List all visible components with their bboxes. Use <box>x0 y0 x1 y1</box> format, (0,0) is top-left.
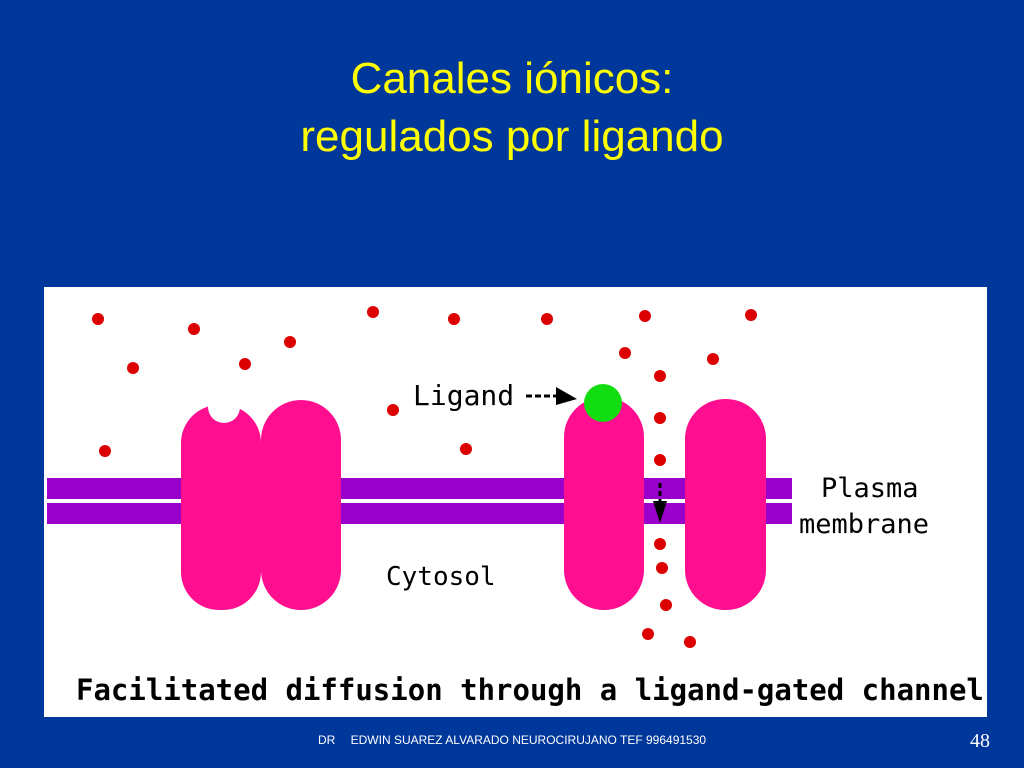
membrane-label-line-1: Plasma <box>821 473 919 504</box>
ligand-label: Ligand <box>413 379 514 412</box>
ion <box>99 445 111 457</box>
ion <box>619 347 631 359</box>
ion <box>642 628 654 640</box>
ion <box>656 562 668 574</box>
ligand-gated-channel-figure: Ligand Plasma membrane Cytosol Facilitat… <box>44 287 987 717</box>
cytosol-label: Cytosol <box>386 562 496 592</box>
footer-author: EDWIN SUAREZ ALVARADO NEUROCIRUJANO TEF … <box>350 733 707 747</box>
ligand-arrow <box>526 387 577 405</box>
ion <box>460 443 472 455</box>
ion <box>541 313 553 325</box>
diagram-canvas: Ligand Plasma membrane Cytosol Facilitat… <box>47 306 984 707</box>
ion <box>367 306 379 318</box>
ion <box>684 636 696 648</box>
open-channel-left-subunit <box>564 397 644 610</box>
ion <box>127 362 139 374</box>
ion <box>188 323 200 335</box>
title-line-2: regulados por ligando <box>300 112 724 161</box>
slide-footer: DR EDWIN SUAREZ ALVARADO NEUROCIRUJANO T… <box>0 733 1024 747</box>
ion <box>92 313 104 325</box>
closed-channel-left-subunit <box>181 405 261 610</box>
ion <box>745 309 757 321</box>
ligand-molecule <box>584 384 622 422</box>
membrane-lower-layer <box>47 503 792 524</box>
page-number: 48 <box>970 730 990 752</box>
binding-site-notch <box>208 391 240 423</box>
slide-title: Canales iónicos: regulados por ligando <box>0 50 1024 166</box>
title-line-1: Canales iónicos: <box>350 54 674 103</box>
open-channel <box>564 397 766 610</box>
ions <box>92 306 757 648</box>
figure-caption: Facilitated diffusion through a ligand-g… <box>76 673 984 707</box>
ion <box>654 454 666 466</box>
ion <box>387 404 399 416</box>
ion <box>639 310 651 322</box>
open-channel-right-subunit <box>685 399 766 610</box>
ion <box>448 313 460 325</box>
closed-channel-right-subunit <box>261 400 341 610</box>
ion <box>654 412 666 424</box>
ion-flow-arrow <box>653 483 667 523</box>
membrane-upper-layer <box>47 478 792 499</box>
footer-prefix: DR <box>317 733 336 747</box>
membrane-label-line-2: membrane <box>799 509 929 540</box>
ion <box>660 599 672 611</box>
ion <box>654 538 666 550</box>
ion <box>239 358 251 370</box>
closed-channel <box>181 391 341 610</box>
ion <box>654 370 666 382</box>
ion <box>707 353 719 365</box>
ion <box>284 336 296 348</box>
